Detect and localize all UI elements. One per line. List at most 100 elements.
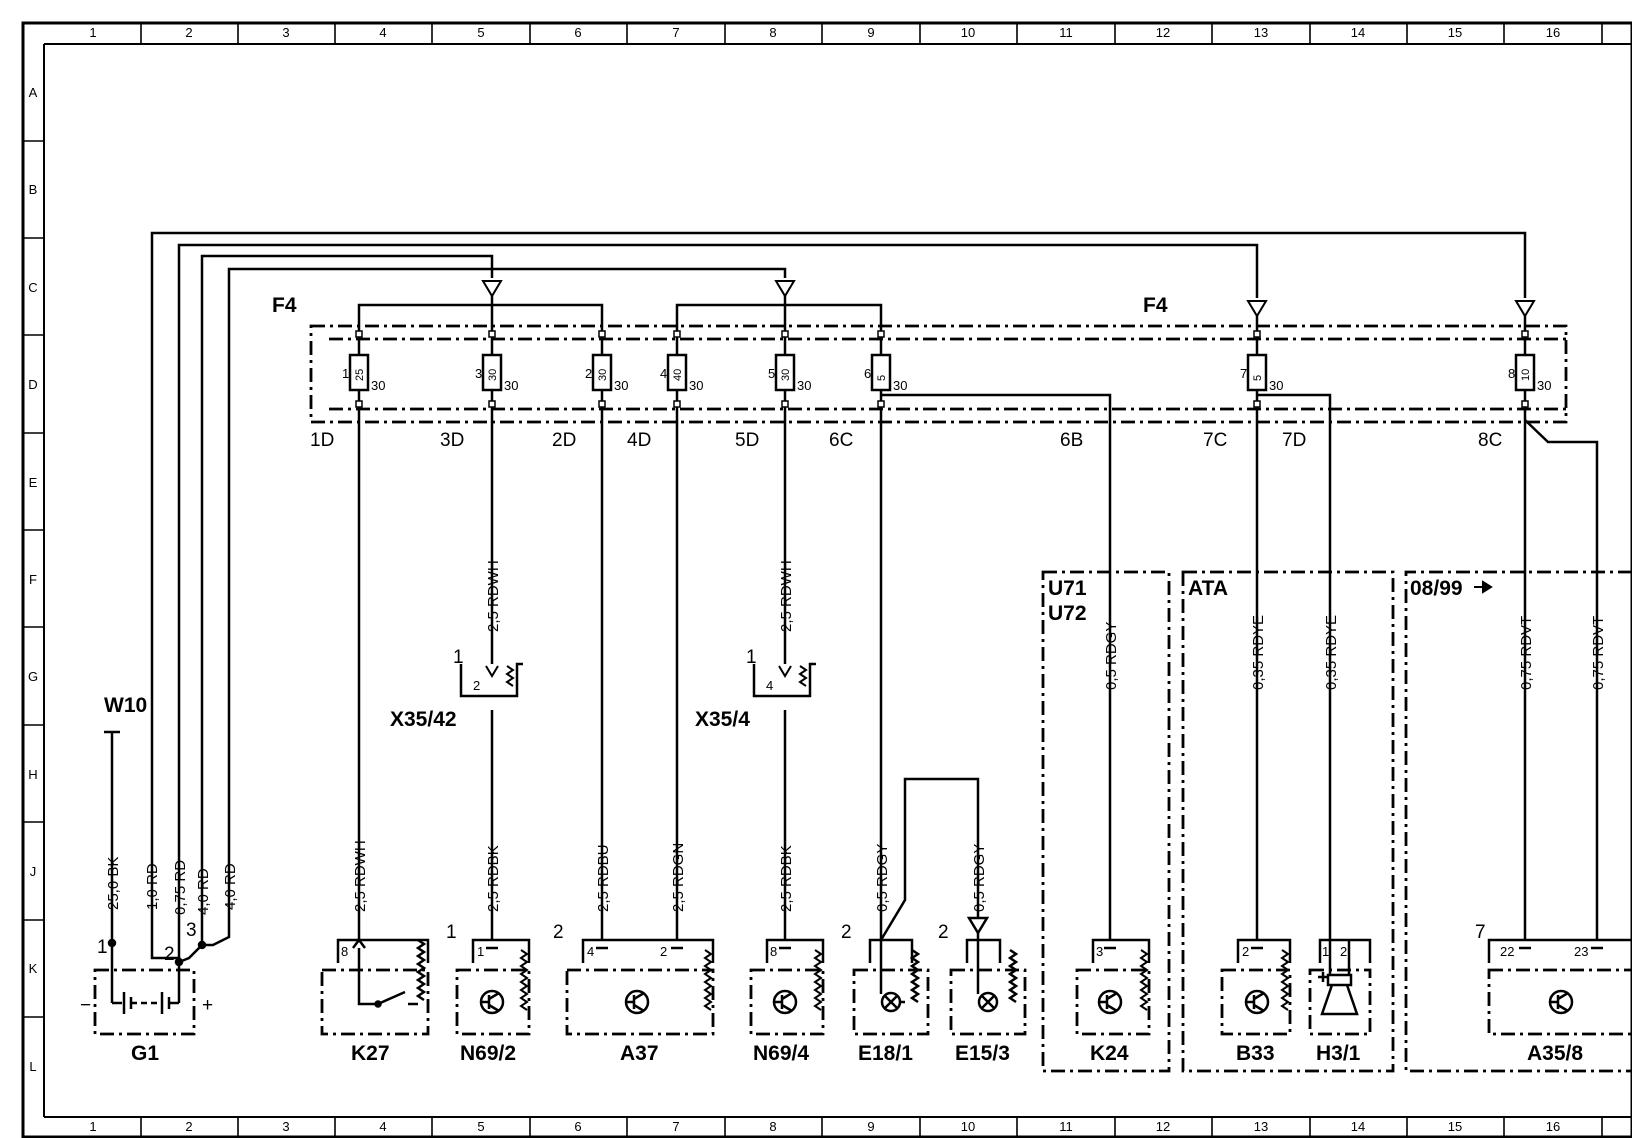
resistor-icon — [703, 949, 713, 1011]
connector-label: X35/42 — [390, 708, 457, 731]
fuse-connector-label: 5D — [735, 430, 759, 451]
fuse-box-labels: F4 F4 1D 3D 2D 4D 5D 6C 6B 7C 7D 8C — [272, 294, 1502, 451]
relay-k27 — [352, 937, 427, 1008]
pin-number: 22 — [1500, 944, 1514, 959]
pin-number: 2 — [164, 944, 175, 965]
fuse-connector-label: 6B — [1060, 430, 1083, 451]
pin-number: 3 — [1096, 944, 1103, 959]
column-label: 8 — [769, 1119, 776, 1134]
component-label-b33: B33 — [1236, 1042, 1275, 1065]
pin-number: 2 — [1242, 944, 1249, 959]
column-label: 15 — [1448, 25, 1462, 40]
column-label: 6 — [574, 25, 581, 40]
component-label-a35-8: A35/8 — [1527, 1042, 1583, 1065]
fuse-body — [1246, 353, 1268, 392]
fuse-connector-label: 7D — [1282, 430, 1306, 451]
fuse-rating: 25 — [354, 369, 366, 381]
row-label: L — [29, 1059, 36, 1074]
pin-number: 4 — [766, 678, 773, 693]
fuse-body — [1514, 353, 1536, 392]
wire-label: 2,5 RDBK — [778, 845, 795, 912]
column-label: 11 — [1059, 25, 1073, 40]
column-label: 1 — [89, 1119, 96, 1134]
option-group-boxes — [1041, 570, 1632, 1073]
fuse-terminal: 30 — [614, 378, 628, 393]
wire-label: 2,5 RDBK — [485, 845, 502, 912]
column-label: 14 — [1351, 25, 1365, 40]
column-label: 2 — [185, 25, 192, 40]
drawing-frame — [21, 21, 1632, 1138]
component-labels: G1 K27 N69/2 A37 N69/4 E18/1 E15/3 K24 B… — [131, 1042, 1583, 1065]
wire-label: 0,35 RDYE — [1323, 615, 1340, 690]
fuse-body — [591, 353, 613, 392]
fuse-1: 25 1 30 — [342, 329, 385, 409]
wire-label: 0,5 RDGY — [874, 844, 891, 912]
grid-ticks — [23, 23, 1603, 1137]
component-label-h3-1: H3/1 — [1316, 1042, 1361, 1065]
wire-label: 1,0 RD — [144, 863, 161, 910]
component-label-e15-3: E15/3 — [955, 1042, 1010, 1065]
wire-label: 4,0 RD — [195, 868, 212, 915]
wire-label: 0,5 RDGY — [1103, 622, 1120, 690]
battery-g1 — [107, 930, 231, 1014]
wire-label: 2,5 RDWH — [485, 560, 502, 632]
fuse-number: 2 — [585, 366, 592, 381]
column-label: 15 — [1448, 1119, 1462, 1134]
fuse-body — [666, 353, 688, 392]
resistor-icon — [519, 949, 529, 1011]
row-label: J — [30, 864, 37, 879]
row-label: A — [29, 85, 38, 100]
column-label: 4 — [379, 25, 386, 40]
fuse-connector-label: 1D — [310, 430, 334, 451]
pin-number: 1 — [446, 922, 457, 943]
transistor-icon-n69-2 — [479, 989, 505, 1015]
row-label: B — [29, 182, 38, 197]
fuse-connector-label: 4D — [627, 430, 651, 451]
column-label: 14 — [1351, 1119, 1365, 1134]
fuse-number: 3 — [475, 366, 482, 381]
fuse-rating: 5 — [876, 375, 888, 381]
column-label: 10 — [961, 1119, 975, 1134]
fuse-body — [870, 353, 892, 392]
wire-label: 2,5 RDBU — [595, 844, 612, 912]
column-label: 3 — [282, 1119, 289, 1134]
horn-h3-1 — [1318, 940, 1359, 1016]
fuse-terminal: 30 — [797, 378, 811, 393]
fuse-terminal: 30 — [371, 378, 385, 393]
pin-number: 2 — [553, 922, 564, 943]
pin-number: 2 — [938, 922, 949, 943]
wire-label: 0,75 RD — [172, 860, 189, 915]
fuse-number: 6 — [864, 366, 871, 381]
fuse-6: 56 30 — [864, 329, 907, 409]
transistor-icon-n69-4 — [772, 989, 798, 1015]
splice-x35-4: 1 4 X35/4 — [695, 647, 816, 731]
pin-number: 1 — [477, 944, 484, 959]
splice-x35-42: 1 2 X35/42 — [390, 647, 523, 731]
fuse-rating: 10 — [1520, 369, 1532, 381]
component-label-k24: K24 — [1090, 1042, 1129, 1065]
component-label-e18-1: E18/1 — [858, 1042, 913, 1065]
fuse-terminal: 30 — [689, 378, 703, 393]
wire-label: 0,75 RDVT — [1518, 616, 1535, 690]
feed-wiring — [357, 393, 1599, 941]
option-label: U71 — [1048, 577, 1087, 600]
column-label: 16 — [1546, 1119, 1560, 1134]
fuse-number: 1 — [342, 366, 349, 381]
fuse-box-outline — [309, 324, 1568, 424]
pin-number: 2 — [1340, 944, 1347, 959]
lamp-e15-3 — [966, 916, 1019, 1013]
fuse-rating: 30 — [487, 369, 499, 381]
wire-label: 25,0 BK — [105, 857, 122, 910]
pin-number: 1 — [97, 937, 108, 958]
column-label: 9 — [867, 25, 874, 40]
column-labels-top: 1 2 3 4 5 6 7 8 9 10 11 12 13 14 15 16 — [89, 25, 1560, 40]
column-label: 16 — [1546, 25, 1560, 40]
connector-label: X35/4 — [695, 708, 750, 731]
fuse-terminal: 30 — [1537, 378, 1551, 393]
fuse-terminal: 30 — [893, 378, 907, 393]
